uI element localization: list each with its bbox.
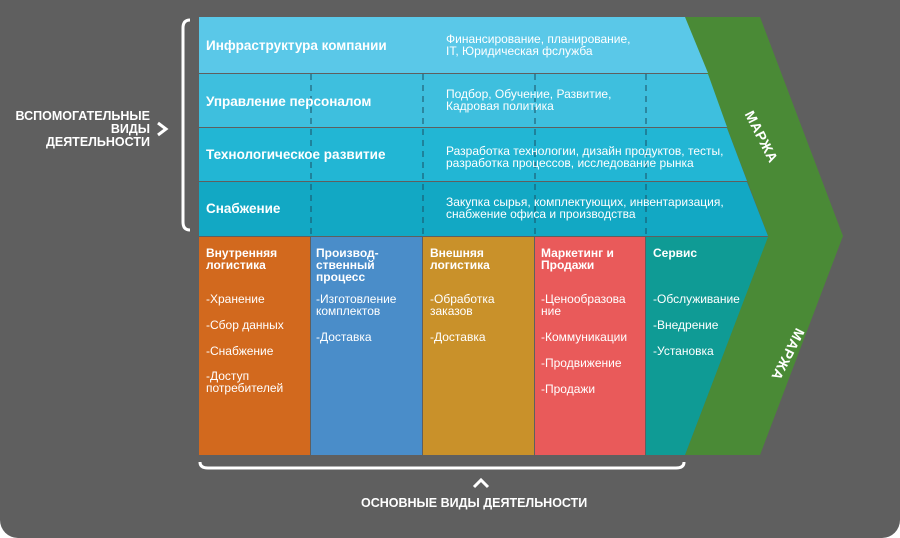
support-row-desc-procurement-1: Закупка сырья, комплектующих, инвентариз…	[446, 195, 724, 209]
list-item: -Изготовление комплектов	[316, 292, 397, 318]
support-row-title-infrastructure: Инфраструктура компании	[206, 38, 387, 53]
list-item: -Обработка заказов	[430, 292, 495, 318]
primary-col-band-service	[646, 237, 768, 455]
support-row-desc-tech-2: разработка процессов, исследование рынка	[446, 156, 694, 170]
primary-col-band-operations	[311, 237, 422, 455]
list-item: -Продвижение	[541, 356, 622, 370]
list-item: -Продажи	[541, 382, 596, 396]
support-row-desc-hr-1: Подбор, Обучение, Развитие,	[446, 87, 612, 101]
primary-col-title-marketing-2: Продажи	[541, 258, 595, 272]
primary-activities-label: ОСНОВНЫЕ ВИДЫ ДЕЯТЕЛЬНОСТИ	[361, 496, 588, 510]
chevron-right-icon	[157, 121, 169, 137]
support-row-title-tech: Технологическое развитие	[206, 147, 386, 162]
primary-col-band-inbound	[199, 237, 310, 455]
support-row-desc-infrastructure-1: Финансирование, планирование,	[446, 32, 631, 46]
support-row-band-infrastructure	[199, 17, 708, 73]
support-bracket	[181, 18, 191, 232]
primary-bracket	[198, 461, 686, 470]
primary-col-title-operations-1: Производ-	[316, 246, 379, 260]
support-row-desc-procurement-2: снабжение офиса и производства	[446, 207, 636, 221]
list-item: -Доступ потребителей	[206, 369, 284, 395]
list-item: -Сбор данных	[206, 318, 284, 332]
primary-col-title-inbound-2: логистика	[206, 258, 266, 272]
margin-arrow	[685, 17, 843, 455]
primary-col-title-outbound-1: Внешняя	[430, 246, 484, 260]
list-item: -Установка	[653, 344, 714, 358]
support-dashed-dividers	[310, 74, 647, 236]
list-item: -Коммуникации	[541, 330, 628, 344]
support-row-desc-hr-2: Кадровая политика	[446, 99, 554, 113]
list-item: -Внедрение	[653, 318, 719, 332]
list-item: -Доставка	[316, 330, 372, 344]
primary-col-title-outbound-2: логистика	[430, 258, 490, 272]
primary-col-title-marketing-1: Маркетинг и	[541, 246, 614, 260]
list-item: -Обслуживание	[653, 292, 740, 306]
primary-col-band-marketing	[535, 237, 645, 455]
primary-col-title-inbound-1: Внутренняя	[206, 246, 278, 260]
support-row-title-hr: Управление персоналом	[206, 94, 372, 109]
support-row-band-tech	[199, 128, 747, 181]
primary-col-band-outbound	[423, 237, 534, 455]
support-row-desc-infrastructure-2: IT, Юридическая фслужба	[446, 44, 593, 58]
primary-col-title-service: Сервис	[653, 246, 698, 260]
primary-col-title-operations-3: процесс	[316, 270, 366, 284]
support-row-desc-tech-1: Разработка технологии, дизайн продуктов,…	[446, 144, 724, 158]
support-activities-label: ВСПОМОГАТЕЛЬНЫЕ ВИДЫ ДЕЯТЕЛЬНОСТИ	[15, 109, 150, 149]
support-row-title-procurement: Снабжение	[206, 201, 281, 216]
chevron-up-icon	[472, 477, 490, 489]
primary-col-title-operations-2: ственный	[316, 258, 375, 272]
support-row-band-hr	[199, 74, 727, 127]
list-item: -Доставка	[430, 330, 486, 344]
list-item: -Хранение	[206, 292, 265, 306]
support-row-band-procurement	[199, 182, 768, 236]
list-item: -Ценообразова ние	[541, 292, 626, 318]
list-item: -Снабжение	[206, 344, 274, 358]
